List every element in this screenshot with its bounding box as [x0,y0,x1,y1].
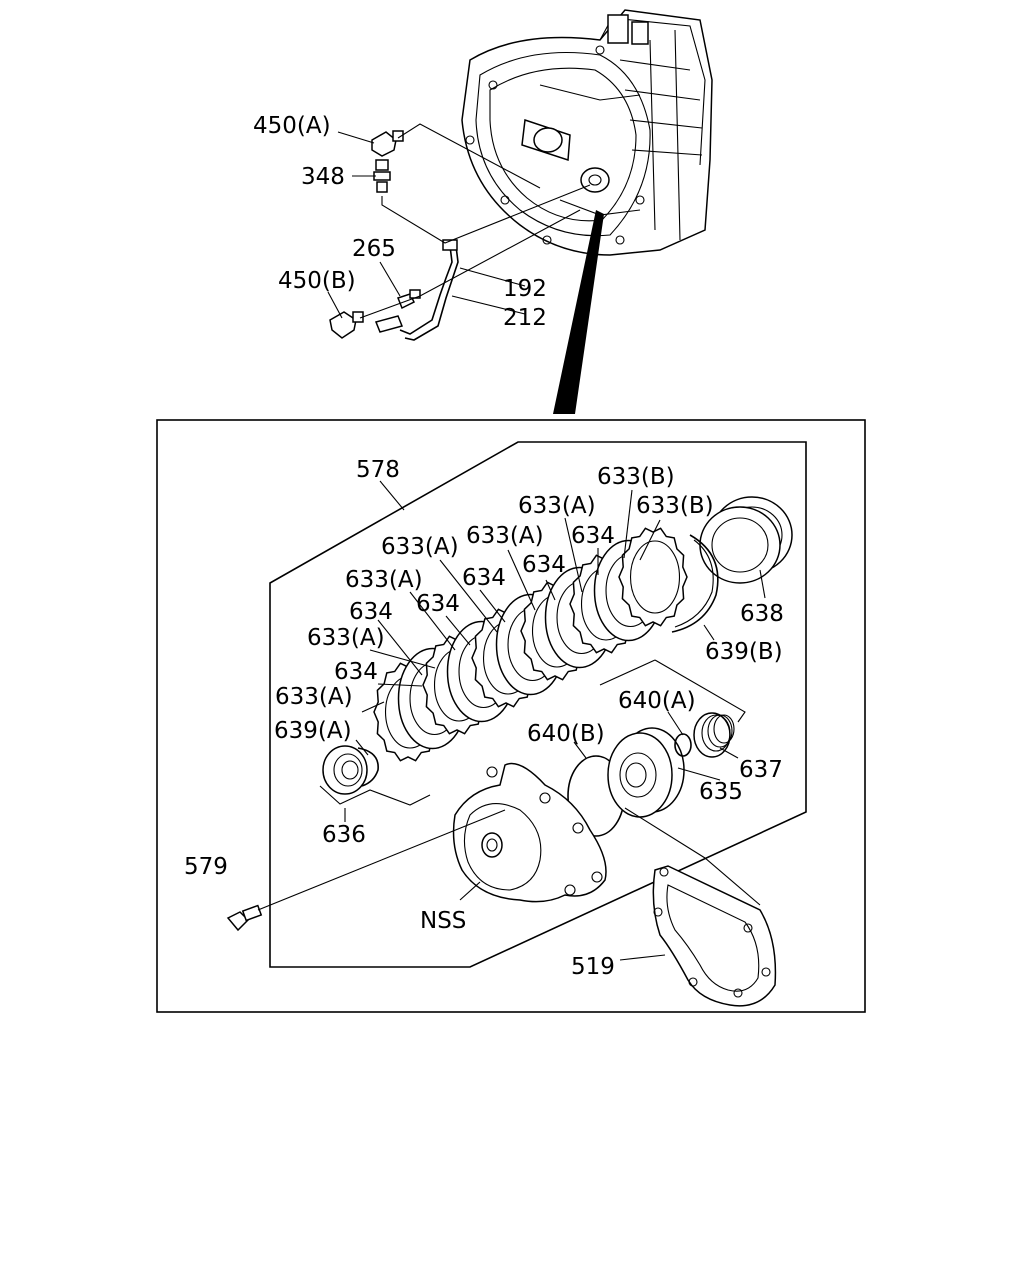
banjo-fitting-450b [329,311,364,339]
label-637: 637 [739,757,783,783]
bolt-579 [226,904,263,932]
return-spring-637 [693,712,735,758]
label-633a-1: 633(A) [518,493,596,519]
label-579: 579 [184,854,228,880]
snap-ring-639b [671,534,719,633]
clutch-hub-638 [699,496,793,584]
label-633a-5: 633(A) [307,625,385,651]
label-639b: 639(B) [705,639,783,665]
transmission-housing [461,9,713,256]
detail-pointer [553,210,604,414]
piston-635 [607,727,685,818]
label-634-3: 634 [462,565,506,591]
clutch-plate-toothed [618,527,688,627]
label-578: 578 [356,457,400,483]
snap-ring-639a [357,747,379,787]
label-634-1: 634 [571,523,615,549]
label-634-2: 634 [522,552,566,578]
label-212: 212 [503,305,547,331]
banjo-fitting-450a [371,130,404,157]
label-633b-2: 633(B) [636,493,714,519]
label-640a: 640(A) [618,688,696,714]
label-635: 635 [699,779,743,805]
label-633a-6: 633(A) [275,684,353,710]
callout-labels: 450(A) 348 265 450(B) 192 212 578 633(B)… [184,113,784,980]
connector-348 [373,159,391,193]
label-519: 519 [571,954,615,980]
label-450a: 450(A) [253,113,331,139]
leader-lines [257,131,766,961]
label-265: 265 [352,236,396,262]
clutch-pack [373,527,688,762]
label-450b: 450(B) [278,268,356,294]
detail-frame [156,419,866,1013]
label-634-4: 634 [416,591,460,617]
label-633a-2: 633(A) [466,523,544,549]
label-nss: NSS [420,908,466,934]
label-638: 638 [740,601,784,627]
assembly-bracket-578 [269,441,807,968]
label-633a-3: 633(A) [381,534,459,560]
bolt-265 [397,289,421,310]
label-192: 192 [503,276,547,302]
label-636: 636 [322,822,366,848]
gasket-519 [652,865,777,1007]
seal-636 [322,745,368,795]
label-633b-1: 633(B) [597,464,675,490]
label-634-6: 634 [334,659,378,685]
label-640b: 640(B) [527,721,605,747]
label-634-5: 634 [349,599,393,625]
oil-pipe-assembly [329,123,591,341]
label-633a-4: 633(A) [345,567,423,593]
label-639a: 639(A) [274,718,352,744]
label-348: 348 [301,164,345,190]
clutch-housing-nss [452,762,607,903]
